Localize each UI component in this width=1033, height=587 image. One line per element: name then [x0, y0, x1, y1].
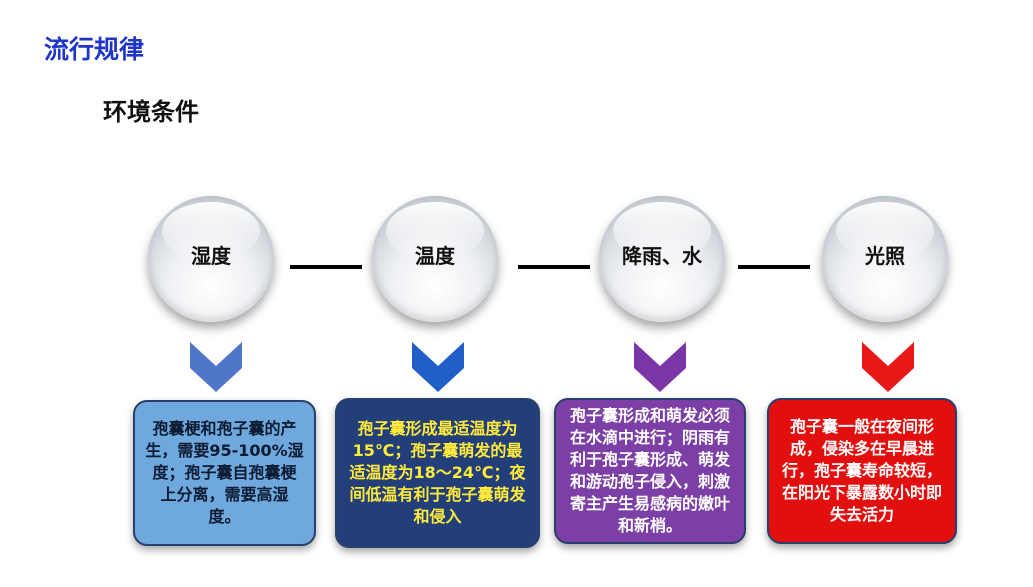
factor-label: 降雨、水 [622, 244, 702, 268]
factor-circle-rain: 降雨、水 [599, 196, 725, 322]
factor-description-light: 孢子囊一般在夜间形成，侵染多在早晨进行，孢子囊寿命较短，在阳光下暴露数小时即失去… [767, 398, 957, 544]
factor-label: 光照 [865, 244, 905, 268]
section-subtitle: 环境条件 [103, 98, 199, 126]
factor-label: 湿度 [191, 244, 231, 268]
chevron-down-icon [634, 342, 686, 392]
factor-label: 温度 [415, 244, 455, 268]
factor-circle-temperature: 温度 [372, 196, 498, 322]
chevron-down-icon [862, 342, 914, 392]
connector-line [290, 265, 362, 269]
factor-circle-humidity: 湿度 [148, 196, 274, 322]
factor-description-rain: 孢子囊形成和萌发必须在水滴中进行；阴雨有利于孢子囊形成、萌发和游动孢子侵入，刺激… [554, 398, 746, 544]
factor-description-temperature: 孢子囊形成最适温度为15℃；孢子囊萌发的最适温度为18～24℃；夜间低温有利于孢… [335, 398, 540, 548]
page-title: 流行规律 [44, 35, 145, 64]
chevron-down-icon [412, 342, 464, 392]
connector-line [738, 265, 810, 269]
chevron-down-icon [190, 342, 242, 392]
factor-description-humidity: 孢囊梗和孢子囊的产生，需要95-100%湿度；孢子囊自孢囊梗上分离，需要高湿度。 [133, 400, 316, 546]
factor-circle-light: 光照 [822, 196, 948, 322]
connector-line [518, 265, 590, 269]
